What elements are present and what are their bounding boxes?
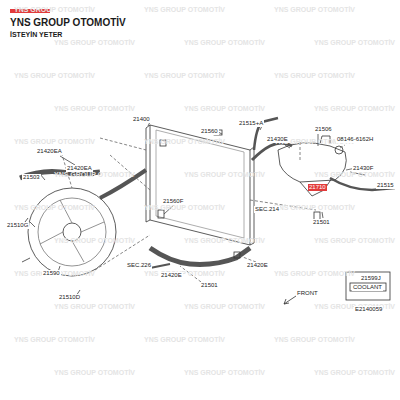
part-number: 21430E xyxy=(266,136,289,143)
part-number: SEC.226 xyxy=(126,262,152,269)
watermark: YNS GROUP OTOMOTİV xyxy=(144,336,225,343)
part-number: FRONT xyxy=(296,290,319,297)
part-number: COOLANT xyxy=(352,284,383,291)
watermark: YNS GROUP OTOMOTİV xyxy=(314,369,395,376)
part-number: 21510D xyxy=(58,294,81,301)
watermark: YNS GROUP OTOMOTİV xyxy=(14,6,95,13)
watermark: YNS GROUP OTOMOTİV xyxy=(144,6,225,13)
part-number: 21510G xyxy=(6,222,29,229)
watermark: YNS GROUP OTOMOTİV xyxy=(14,72,95,79)
part-number: 21560 xyxy=(200,128,219,135)
watermark: YNS GROUP OTOMOTİV xyxy=(314,237,395,244)
part-number: 21420E xyxy=(160,272,183,279)
watermark: YNS GROUP OTOMOTİV xyxy=(14,204,95,211)
watermark: YNS GROUP OTOMOTİV xyxy=(314,39,395,46)
watermark: YNS GROUP OTOMOTİV xyxy=(184,303,265,310)
watermark: YNS GROUP OTOMOTİV xyxy=(144,204,225,211)
watermark: YNS GROUP OTOMOTİV xyxy=(14,336,95,343)
part-number: 21430F xyxy=(352,165,374,172)
watermark: YNS GROUP OTOMOTİV xyxy=(184,171,265,178)
diagram-code: E2140059 xyxy=(354,306,383,313)
watermark: YNS GROUP OTOMOTİV xyxy=(184,369,265,376)
brand-slogan: İSTEYİN YETER xyxy=(10,31,62,38)
part-number: 21400 xyxy=(132,116,151,123)
part-number: 21420E xyxy=(246,262,269,269)
part-number: SEC.214 xyxy=(254,206,280,213)
part-number: 21501 xyxy=(200,282,219,289)
watermark: YNS GROUP OTOMOTİV xyxy=(274,204,355,211)
part-number: 21503 xyxy=(22,174,41,181)
part-number: 21515+A xyxy=(238,120,264,127)
watermark: YNS GROUP OTOMOTİV xyxy=(144,72,225,79)
part-number: 21590 xyxy=(42,270,61,277)
watermark: YNS GROUP OTOMOTİV xyxy=(54,171,135,178)
part-number: 21710 xyxy=(308,184,327,191)
watermark: YNS GROUP OTOMOTİV xyxy=(144,270,225,277)
watermark: YNS GROUP OTOMOTİV xyxy=(184,39,265,46)
part-number: 21599J xyxy=(360,275,382,282)
watermark: YNS GROUP OTOMOTİV xyxy=(14,138,95,145)
watermark: YNS GROUP OTOMOTİV xyxy=(274,270,355,277)
watermark: YNS GROUP OTOMOTİV xyxy=(274,6,355,13)
brand-title: YNS GROUP OTOMOTİV xyxy=(10,17,126,28)
part-number: 21501 xyxy=(312,219,331,226)
watermark: YNS GROUP OTOMOTİV xyxy=(274,336,355,343)
part-number: 21420EA xyxy=(66,165,93,172)
watermark: YNS GROUP OTOMOTİV xyxy=(54,39,135,46)
watermark: YNS GROUP OTOMOTİV xyxy=(54,237,135,244)
watermark: YNS GROUP OTOMOTİV xyxy=(274,72,355,79)
watermark: YNS GROUP OTOMOTİV xyxy=(314,171,395,178)
watermark: YNS GROUP OTOMOTİV xyxy=(144,138,225,145)
watermark: YNS GROUP OTOMOTİV xyxy=(54,369,135,376)
watermark: YNS GROUP OTOMOTİV xyxy=(314,105,395,112)
part-number: 21515 xyxy=(376,182,395,189)
watermark: YNS GROUP OTOMOTİV xyxy=(54,105,135,112)
watermark: YNS GROUP OTOMOTİV xyxy=(184,105,265,112)
part-number: 21420EA xyxy=(36,148,63,155)
part-number: 08146-6162H xyxy=(336,136,374,143)
watermark: YNS GROUP OTOMOTİV xyxy=(184,237,265,244)
part-number: 21560F xyxy=(162,198,184,205)
watermark: YNS GROUP OTOMOTİV xyxy=(54,303,135,310)
part-number: 21506 xyxy=(314,126,333,133)
